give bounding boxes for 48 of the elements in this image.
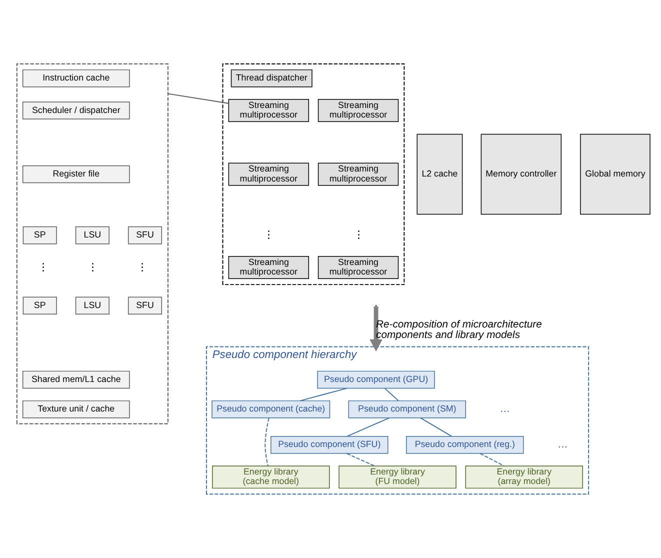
- label: ⋮: [87, 262, 98, 274]
- connector: [346, 417, 390, 437]
- node-box: Energy library (cache model): [212, 466, 330, 489]
- node-box: Streaming multiprocessor: [318, 99, 399, 122]
- node-box: Pseudo component (cache): [212, 400, 330, 418]
- node-box: SP: [22, 226, 57, 244]
- node-box: Shared mem/L1 cache: [22, 370, 130, 389]
- node-box: Pseudo component (SFU): [270, 436, 388, 454]
- cluster: [16, 63, 168, 424]
- node-box: Global memory: [580, 134, 650, 215]
- node-box: Streaming multiprocessor: [318, 162, 399, 186]
- node-box: Register file: [22, 165, 130, 184]
- node-box: Memory controller: [480, 134, 562, 215]
- connector: [264, 418, 270, 466]
- connector: [480, 453, 504, 466]
- node-box: Streaming multiprocessor: [228, 256, 310, 279]
- node-box: SP: [22, 296, 57, 315]
- connector: [346, 453, 375, 466]
- connector: [300, 388, 348, 402]
- node-box: Thread dispatcher: [230, 69, 312, 88]
- cluster: [222, 63, 405, 286]
- node-box: Pseudo component (reg.): [406, 436, 524, 454]
- node-box: SFU: [128, 296, 162, 315]
- node-box: Energy library (FU model): [338, 466, 456, 489]
- label: ⋮: [264, 230, 274, 242]
- node-box: Pseudo component (GPU): [317, 370, 435, 389]
- connector: [420, 417, 452, 437]
- node-box: Texture unit / cache: [22, 400, 130, 418]
- label: ⋮: [38, 262, 48, 274]
- node-box: Scheduler / dispatcher: [22, 102, 130, 120]
- node-box: Streaming multiprocessor: [228, 162, 310, 186]
- node-box: Pseudo component (SM): [348, 400, 466, 418]
- edge-label: Re-composition of microarchitecture components and library models: [376, 320, 542, 342]
- label: ⋮: [353, 230, 364, 242]
- node-box: LSU: [75, 296, 110, 315]
- node-box: Streaming multiprocessor: [228, 99, 310, 122]
- node-box: Energy library (array model): [465, 466, 583, 489]
- node-box: Instruction cache: [22, 69, 130, 88]
- node-box: L2 cache: [416, 134, 463, 215]
- label: …: [500, 404, 510, 416]
- label: ⋮: [137, 262, 148, 274]
- node-box: Streaming multiprocessor: [318, 256, 399, 279]
- connector: [384, 388, 399, 402]
- arrow: [370, 306, 382, 352]
- label: …: [557, 440, 568, 451]
- connector: [167, 93, 230, 104]
- node-box: SFU: [128, 226, 162, 244]
- node-box: LSU: [75, 226, 110, 244]
